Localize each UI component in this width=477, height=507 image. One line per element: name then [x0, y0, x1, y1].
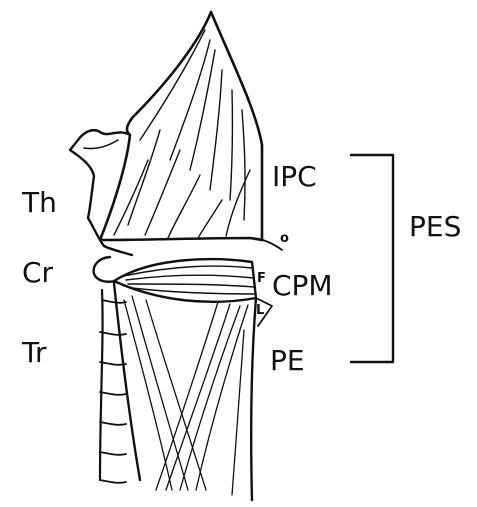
label-f: F [257, 271, 266, 286]
label-pes: PES [409, 210, 461, 243]
cricopharyngeus-muscle [114, 259, 256, 302]
label-o: o [280, 231, 289, 246]
label-l: L [256, 303, 264, 318]
label-thyroid: Th [21, 186, 57, 219]
cricoid-cartilage [94, 257, 116, 282]
label-ipc: IPC [272, 160, 317, 193]
label-cpm: CPM [272, 269, 333, 302]
label-pe: PE [270, 344, 305, 377]
inferior-pharyngeal-constrictor [100, 12, 262, 240]
pes-bracket [351, 155, 393, 362]
label-cricoid: Cr [22, 256, 54, 289]
tracheal-rings [100, 290, 126, 483]
esophagus [114, 283, 256, 500]
label-trachea: Tr [21, 336, 47, 369]
